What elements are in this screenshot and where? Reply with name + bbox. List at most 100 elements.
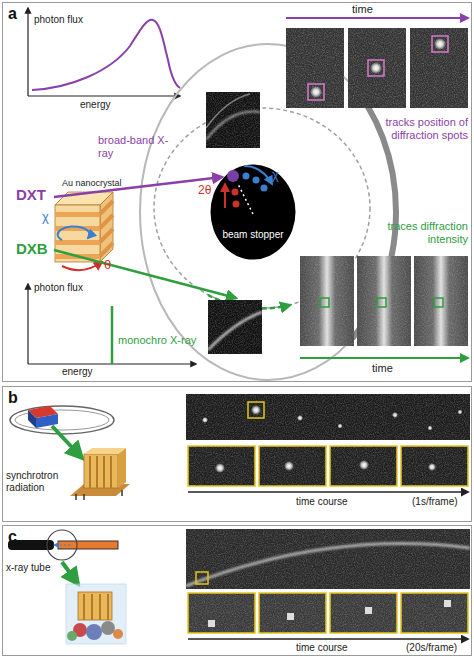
illustration-part (410, 28, 468, 108)
method-name: DXT (16, 186, 46, 203)
source-label: x-ray tube (6, 562, 50, 574)
illustration-part (215, 463, 225, 473)
illustration-part (368, 60, 384, 76)
illustration-part (348, 28, 406, 108)
illustration-part (320, 298, 329, 307)
time-label: time (352, 3, 373, 16)
illustration-part (208, 312, 262, 350)
illustration-part (186, 529, 470, 589)
illustration-part (100, 201, 113, 214)
illustration-part (113, 629, 123, 639)
illustration-part (100, 192, 113, 262)
illustration-part (89, 456, 91, 488)
illustration-part (310, 86, 322, 98)
illustration-part (75, 494, 77, 500)
illustration-part (224, 184, 226, 208)
illustration-part (83, 594, 85, 620)
illustration-part (52, 426, 82, 458)
time-label: time (372, 362, 393, 375)
illustration-part (62, 262, 102, 270)
axis-label: photon flux (34, 282, 83, 294)
illustration-part (99, 594, 101, 620)
illustration-part (54, 250, 236, 298)
illustration-part (32, 20, 180, 90)
illustration-part (365, 607, 372, 614)
illustration-part (55, 205, 100, 262)
illustration-part (188, 593, 255, 633)
illustration-part (284, 461, 294, 471)
illustration-part (286, 28, 344, 108)
illustration-part (414, 256, 468, 346)
illustration-part (28, 410, 36, 428)
illustration-part (286, 28, 344, 108)
panel-letter: a (8, 5, 17, 23)
illustration-part (186, 394, 470, 440)
illustration-part (227, 170, 239, 182)
illustration-part (206, 94, 250, 128)
illustration-part (243, 173, 250, 180)
panel-letter: b (8, 389, 18, 407)
time-label: time course (296, 642, 348, 654)
illustration-part (233, 201, 240, 208)
illustration-part (401, 446, 468, 486)
illustration-part (62, 562, 78, 584)
illustration-part (27, 8, 28, 96)
illustration-part (359, 460, 369, 470)
illustration-part (259, 446, 326, 486)
embedded-sample (66, 584, 126, 644)
illustration-part (86, 624, 102, 640)
illustration-part (428, 463, 436, 471)
illustration-part (100, 229, 113, 242)
frame-rate: (1s/frame) (412, 496, 458, 508)
time-label: time course (296, 496, 348, 508)
beam-arrow (54, 177, 236, 298)
illustration-part (300, 256, 354, 346)
illustration-part (47, 530, 77, 560)
illustration-part (428, 426, 433, 431)
spectrum-plot (28, 8, 180, 96)
beam-label: monochro X-ray (118, 334, 196, 347)
illustration-part (444, 600, 451, 607)
illustration-part (84, 448, 126, 454)
illustration-part (308, 84, 324, 100)
pillar-sample (70, 448, 130, 500)
illustration-part (208, 300, 262, 354)
illustration-part (434, 298, 443, 307)
illustration-part (100, 215, 113, 228)
illustration-part (297, 415, 303, 421)
illustration-part (188, 593, 255, 633)
illustration-part (206, 92, 260, 148)
illustration-part (401, 593, 468, 633)
beam-stopper: beam stopper (210, 164, 296, 260)
stopper-ellipse (211, 165, 296, 260)
figure-panel: c (2, 525, 472, 656)
illustration-part (300, 256, 354, 346)
axis-label: energy (80, 99, 111, 111)
illustration-part (107, 594, 109, 620)
illustration-part (78, 592, 112, 620)
illustration-part (196, 572, 208, 584)
illustration-part (208, 300, 262, 354)
illustration-part (261, 185, 268, 192)
illustration-part (251, 405, 261, 415)
method-note: tracks position of diffraction spots (352, 116, 468, 141)
illustration-part (414, 256, 468, 346)
illustration-part (458, 410, 463, 415)
illustration-part (330, 446, 397, 486)
illustration-part (66, 584, 126, 644)
time-frames (188, 446, 468, 492)
node-label: beam stopper (222, 229, 283, 240)
illustration-part (330, 593, 397, 633)
xray-tube (8, 530, 118, 584)
axis-label: photon flux (34, 14, 83, 26)
illustration-part (401, 446, 468, 486)
illustration-part (96, 456, 98, 488)
illustration-part (259, 446, 326, 486)
illustration-part (410, 28, 468, 108)
illustration-part (58, 226, 90, 240)
illustration-part (101, 621, 115, 635)
illustration-part (259, 593, 326, 633)
dxb-frames (300, 256, 468, 358)
